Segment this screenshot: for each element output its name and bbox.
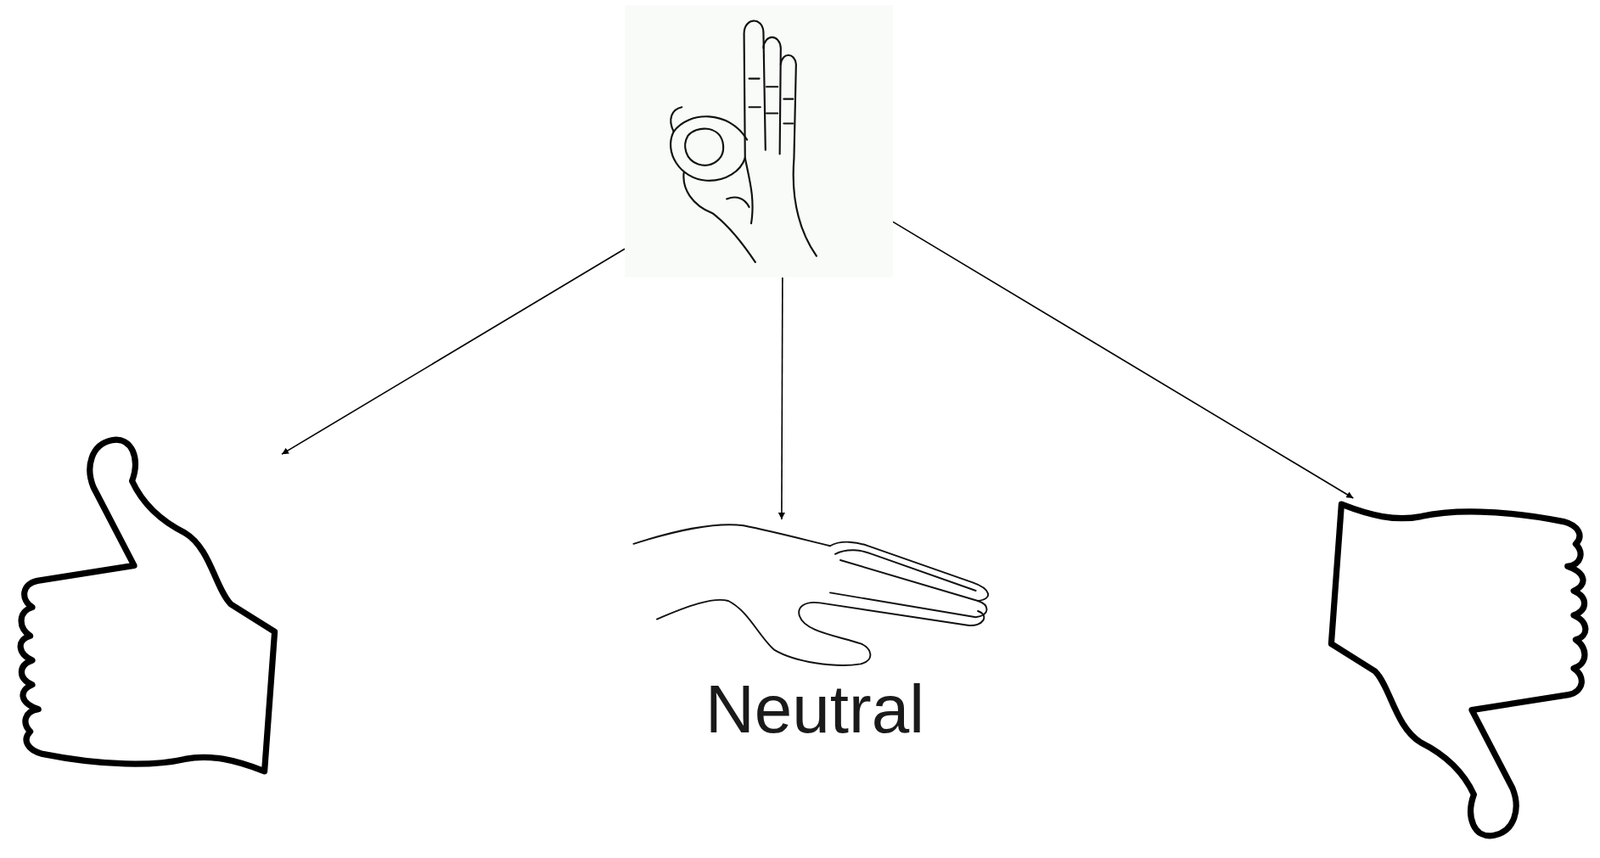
arrow-connector <box>780 277 784 520</box>
ok-hand-illustration <box>624 5 893 278</box>
ok-gesture-node <box>624 5 893 278</box>
arrow-connector <box>281 248 625 455</box>
thumbs-up-node <box>11 436 282 778</box>
thumbs-down-node <box>1324 498 1595 840</box>
node-label: Neutral <box>628 670 1002 749</box>
thumbs-up-illustration <box>11 436 282 778</box>
neutral-node: Neutral <box>628 519 1002 754</box>
thumbs-down-illustration <box>1324 498 1595 840</box>
arrow-connector <box>892 221 1353 499</box>
flat-hand-illustration <box>631 519 999 673</box>
